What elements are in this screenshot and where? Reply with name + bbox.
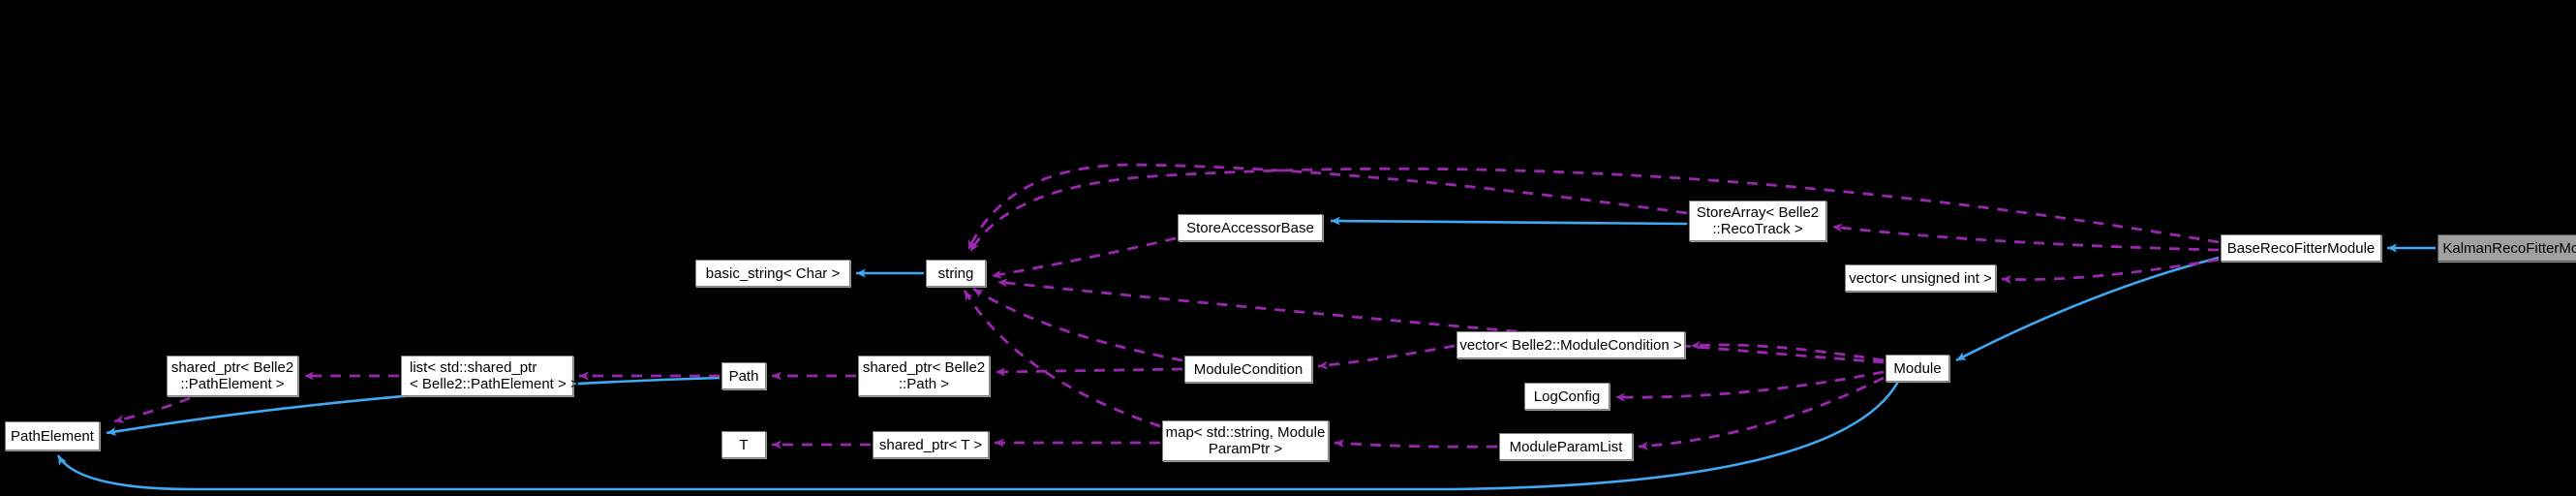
edge-module-to-moduleparamlist — [1638, 376, 1885, 450]
node-label-line2: ParamPtr > — [1208, 441, 1283, 457]
node-label-line2: ::RecoTrack > — [1712, 221, 1803, 237]
node-t[interactable]: T — [721, 431, 766, 458]
edge-baserecofitter-to-vector-unsigned — [2001, 258, 2220, 284]
node-label: LogConfig — [1533, 388, 1601, 405]
node-label: ModuleCondition — [1193, 360, 1303, 378]
node-label: string — [937, 264, 974, 282]
node-module[interactable]: Module — [1886, 355, 1949, 382]
node-label-line1: list< std::shared_ptr — [410, 359, 537, 376]
node-pathelement[interactable]: PathElement — [5, 421, 100, 450]
node-basic-string-char[interactable]: basic_string< Char > — [695, 260, 850, 287]
node-label-line1: StoreArray< Belle2 — [1696, 204, 1820, 221]
edge-modulecondition-to-string — [972, 287, 1183, 362]
edge-vector-modcond-to-modulecondition — [1317, 344, 1456, 370]
node-modulecondition[interactable]: ModuleCondition — [1184, 356, 1312, 383]
node-map-string-moduleparamptr[interactable]: map< std::string, Module ParamPtr > — [1162, 420, 1329, 461]
node-label: vector< Belle2::ModuleCondition > — [1459, 336, 1682, 354]
node-label: ModuleParamList — [1509, 438, 1623, 455]
node-logconfig[interactable]: LogConfig — [1524, 383, 1610, 410]
edge-moduleparamlist-to-map — [1334, 439, 1498, 449]
node-vector-unsigned-int[interactable]: vector< unsigned int > — [1845, 264, 1996, 292]
node-vector-modulecondition[interactable]: vector< Belle2::ModuleCondition > — [1457, 331, 1685, 358]
node-label-line1: map< std::string, Module — [1165, 424, 1326, 441]
edge-storearray-to-string — [966, 163, 1688, 251]
edge-baserecofitter-to-string — [968, 167, 2220, 253]
node-shared-ptr-t[interactable]: shared_ptr< T > — [873, 431, 989, 458]
edge-sharedptr-pathel-to-pathelement — [113, 396, 191, 424]
node-shared-ptr-pathelement[interactable]: shared_ptr< Belle2 ::PathElement > — [167, 356, 298, 396]
edge-storeaccessorbase-to-string — [991, 236, 1177, 279]
node-storearray-recotrack[interactable]: StoreArray< Belle2 ::RecoTrack > — [1689, 201, 1826, 241]
edge-module-to-vector-modcond — [1690, 340, 1885, 362]
node-label-line2: < Belle2::PathElement > > — [410, 376, 579, 392]
node-moduleparamlist[interactable]: ModuleParamList — [1499, 433, 1633, 460]
node-label: PathElement — [11, 427, 94, 445]
node-label: StoreAccessorBase — [1186, 219, 1314, 236]
node-kalmanrecofittermodule[interactable]: KalmanRecoFitterModule — [2438, 234, 2576, 262]
edge-module-to-string — [997, 278, 1885, 364]
node-storeaccessorbase[interactable]: StoreAccessorBase — [1178, 214, 1323, 241]
node-label: shared_ptr< T > — [878, 436, 983, 453]
node-label: T — [739, 436, 749, 453]
node-list-shared-ptr-pathelement[interactable]: list< std::shared_ptr < Belle2::PathElem… — [401, 356, 579, 396]
node-label: Path — [728, 367, 759, 385]
node-shared-ptr-path[interactable]: shared_ptr< Belle2 ::Path > — [858, 356, 990, 396]
node-path[interactable]: Path — [721, 362, 766, 389]
node-label-line1: shared_ptr< Belle2 — [862, 359, 986, 376]
node-baserecofittermodule[interactable]: BaseRecoFitterModule — [2221, 234, 2381, 262]
node-label-line1: shared_ptr< Belle2 — [170, 359, 294, 376]
node-label-line2: ::PathElement > — [180, 376, 285, 392]
node-label: Module — [1893, 359, 1942, 377]
edge-modulecondition-to-sharedptr-path — [995, 367, 1183, 377]
edge-map-to-string — [963, 290, 1161, 428]
node-label: vector< unsigned int > — [1849, 269, 1992, 287]
node-string[interactable]: string — [926, 260, 986, 287]
node-label: BaseRecoFitterModule — [2226, 239, 2376, 257]
edge-module-to-logconfig — [1614, 370, 1885, 402]
edge-baserecofitter-to-storearray — [1831, 223, 2220, 252]
node-label: KalmanRecoFitterModule — [2442, 239, 2576, 257]
node-label-line2: ::Path > — [898, 376, 950, 392]
node-label: basic_string< Char > — [705, 264, 841, 282]
edge-storearray-to-storeaccessorbase — [1330, 216, 1688, 226]
